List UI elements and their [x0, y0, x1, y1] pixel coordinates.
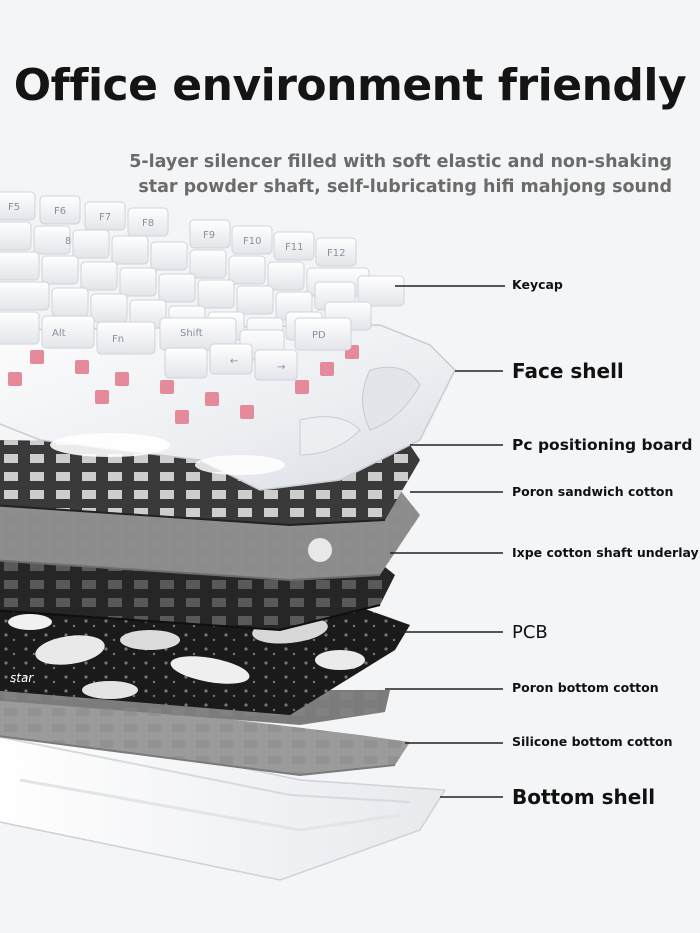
keycap-layer	[0, 191, 405, 381]
key-f12: F12	[327, 248, 345, 259]
key-f6: F6	[54, 206, 66, 217]
subtitle-line-2: star powder shaft, self-lubricating hifi…	[138, 177, 672, 197]
key-arrow-left: ←	[230, 356, 238, 367]
key-fn: Fn	[112, 334, 124, 345]
key-f7: F7	[99, 212, 111, 223]
key-arrow-right: →	[277, 362, 285, 373]
label-bottom-shell: Bottom shell	[512, 785, 656, 809]
pcb-layer: star	[0, 600, 410, 715]
pcb-brand-text: star	[10, 671, 34, 685]
subtitle: 5-layer silencer filled with soft elasti…	[72, 150, 672, 200]
label-poron-sandwich-cotton: Poron sandwich cotton	[512, 484, 674, 499]
subtitle-line-1: 5-layer silencer filled with soft elasti…	[129, 152, 672, 172]
key-f5: F5	[8, 202, 20, 213]
switch-row	[8, 345, 359, 424]
label-ixpe-underlay: Ixpe cotton shaft underlay	[512, 545, 699, 560]
label-pcb: PCB	[512, 622, 548, 643]
label-poron-bottom-cotton: Poron bottom cotton	[512, 680, 659, 695]
key-alt: Alt	[52, 328, 66, 339]
key-pd: PD	[312, 330, 326, 341]
bottom-shell-layer	[0, 716, 447, 881]
label-keycap: Keycap	[512, 277, 563, 292]
leader-lines	[385, 285, 505, 798]
key-8: 8	[65, 236, 71, 247]
label-silicone-bottom-cotton: Silicone bottom cotton	[512, 734, 673, 749]
key-f8: F8	[142, 218, 154, 229]
face-shell-layer	[0, 324, 456, 491]
label-pc-positioning-board: Pc positioning board	[512, 436, 693, 454]
key-f11: F11	[285, 242, 303, 253]
keycap-legends: F5 F6 F7 F8 F9 F10 F11 F12 8 Alt Fn Shif…	[8, 202, 345, 373]
label-face-shell: Face shell	[512, 359, 624, 383]
page-title: Office environment friendly	[13, 60, 687, 111]
key-f10: F10	[243, 236, 261, 247]
key-shift: Shift	[180, 328, 203, 339]
key-f9: F9	[203, 230, 215, 241]
silicone-bottom-cotton-layer	[0, 691, 410, 777]
